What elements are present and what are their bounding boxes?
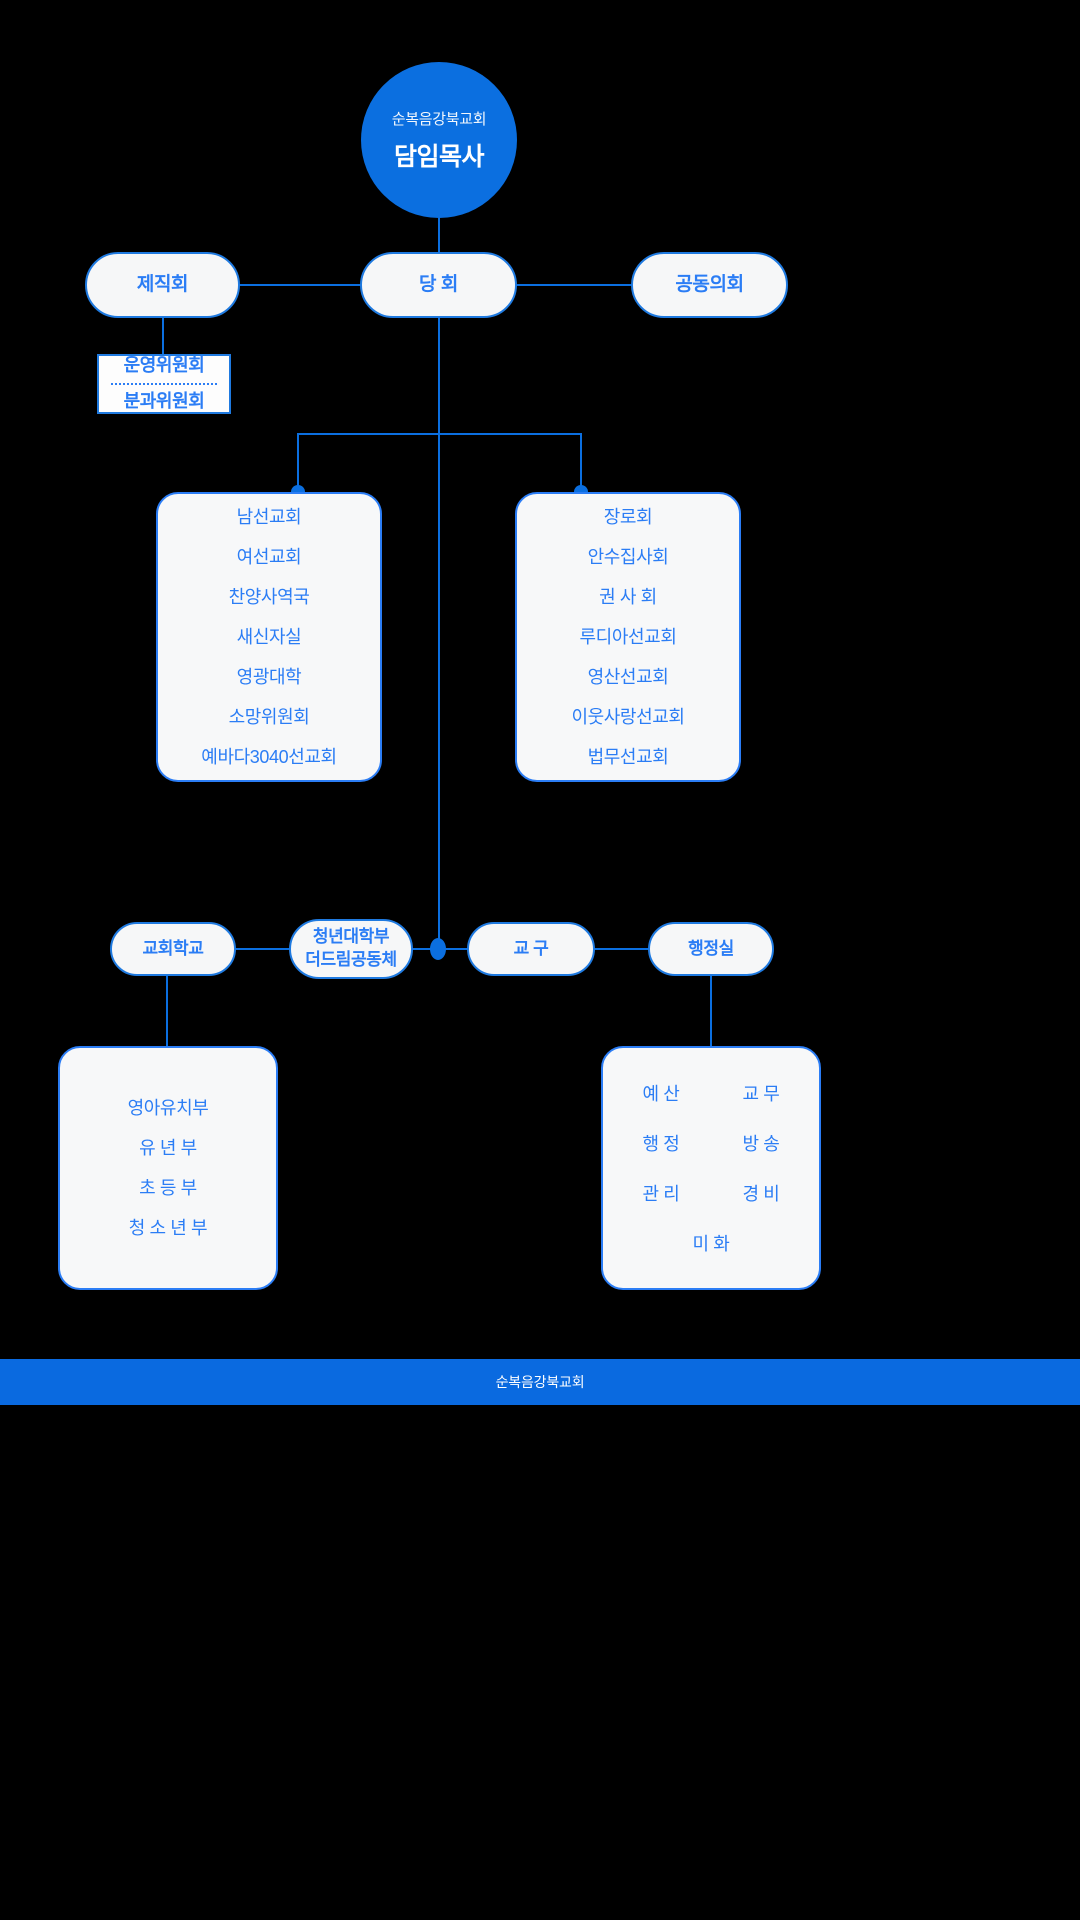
head-subtitle: 순복음강북교회 bbox=[391, 110, 487, 128]
list-item: 찬양사역국 bbox=[228, 587, 310, 607]
connector-mission-left-drop bbox=[297, 433, 299, 492]
card-admin-departments[interactable]: 예 산 교 무 행 정 방 송 관 리 경 비 미 화 bbox=[601, 1046, 821, 1290]
list-item: 청 소 년 부 bbox=[128, 1218, 208, 1238]
list-item: 이웃사랑선교회 bbox=[571, 707, 685, 727]
table-row: 미 화 bbox=[661, 1218, 761, 1268]
node-jejikhoe[interactable]: 제직회 bbox=[85, 252, 240, 318]
card-mission-right[interactable]: 장로회 안수집사회 권 사 회 루디아선교회 영산선교회 이웃사랑선교회 법무선… bbox=[515, 492, 741, 782]
connector-admin-drop bbox=[710, 976, 712, 1046]
grid-cell: 예 산 bbox=[642, 1084, 680, 1104]
committee-item-1: 분과위원회 bbox=[123, 391, 205, 411]
box-committees[interactable]: 운영위원회 분과위원회 bbox=[97, 354, 231, 414]
node-dang-hoe-label: 당 회 bbox=[418, 274, 459, 296]
node-church-school[interactable]: 교회학교 bbox=[110, 922, 236, 976]
grid-cell: 행 정 bbox=[642, 1134, 680, 1154]
connector-jejikhoe-committee bbox=[162, 318, 164, 354]
table-row: 관 리 경 비 bbox=[611, 1168, 811, 1218]
list-item: 영광대학 bbox=[236, 667, 302, 687]
node-admin-office[interactable]: 행정실 bbox=[648, 922, 774, 976]
list-item: 초 등 부 bbox=[139, 1178, 197, 1198]
list-item: 남선교회 bbox=[236, 507, 302, 527]
card-school-departments[interactable]: 영아유치부 유 년 부 초 등 부 청 소 년 부 bbox=[58, 1046, 278, 1290]
table-row: 행 정 방 송 bbox=[611, 1118, 811, 1168]
list-item: 영산선교회 bbox=[587, 667, 669, 687]
connector-youth-junction bbox=[412, 948, 446, 950]
grid-cell: 경 비 bbox=[742, 1184, 780, 1204]
committee-divider bbox=[110, 383, 218, 385]
node-youth-line1: 청년대학부 bbox=[312, 927, 390, 947]
connector-session-gongdong bbox=[516, 284, 632, 286]
list-item: 루디아선교회 bbox=[579, 627, 677, 647]
card-mission-left[interactable]: 남선교회 여선교회 찬양사역국 새신자실 영광대학 소망위원회 예바다3040선… bbox=[156, 492, 382, 782]
connector-district-admin bbox=[585, 948, 656, 950]
node-youth-line2: 더드림공동체 bbox=[305, 950, 397, 969]
node-admin-office-label: 행정실 bbox=[688, 938, 734, 958]
list-item: 예바다3040선교회 bbox=[201, 747, 337, 767]
connector-junction-district bbox=[438, 948, 478, 950]
node-dang-hoe[interactable]: 당 회 bbox=[360, 252, 517, 318]
node-district-label: 교 구 bbox=[513, 938, 549, 958]
footer-label: 순복음강북교회 bbox=[495, 1374, 585, 1390]
node-gongdong-uihoe[interactable]: 공동의회 bbox=[631, 252, 788, 318]
list-item: 여선교회 bbox=[236, 547, 302, 567]
head-title: 담임목사 bbox=[393, 142, 485, 171]
connector-mission-bus bbox=[297, 433, 581, 435]
footer-bar: 순복음강북교회 bbox=[0, 1359, 1080, 1405]
connector-mission-right-drop bbox=[580, 433, 582, 492]
connector-session-trunk bbox=[438, 318, 440, 952]
connector-pastor-to-session bbox=[438, 212, 440, 254]
node-senior-pastor[interactable]: 순복음강북교회 담임목사 bbox=[361, 62, 517, 218]
connector-school-drop bbox=[166, 976, 168, 1046]
node-jejikhoe-label: 제직회 bbox=[136, 274, 189, 296]
grid-cell: 방 송 bbox=[742, 1134, 780, 1154]
committee-item-0: 운영위원회 bbox=[123, 355, 205, 376]
grid-cell: 미 화 bbox=[692, 1234, 730, 1254]
list-item: 안수집사회 bbox=[587, 547, 669, 567]
connector-jejikhoe-session bbox=[239, 284, 361, 286]
table-row: 예 산 교 무 bbox=[611, 1068, 811, 1118]
grid-cell: 관 리 bbox=[642, 1184, 680, 1204]
list-item: 유 년 부 bbox=[139, 1138, 197, 1158]
node-youth-community[interactable]: 청년대학부 더드림공동체 bbox=[289, 919, 413, 979]
connector-school-youth bbox=[209, 948, 299, 950]
grid-cell: 교 무 bbox=[742, 1084, 780, 1104]
list-item: 새신자실 bbox=[236, 627, 302, 647]
list-item: 장로회 bbox=[603, 507, 653, 527]
list-item: 법무선교회 bbox=[587, 747, 669, 767]
node-district[interactable]: 교 구 bbox=[467, 922, 595, 976]
node-church-school-label: 교회학교 bbox=[142, 938, 204, 958]
node-gongdong-uihoe-label: 공동의회 bbox=[675, 274, 744, 296]
connector-dot-junction bbox=[430, 938, 446, 960]
list-item: 소망위원회 bbox=[228, 707, 310, 727]
list-item: 권 사 회 bbox=[599, 587, 657, 607]
list-item: 영아유치부 bbox=[127, 1098, 209, 1118]
